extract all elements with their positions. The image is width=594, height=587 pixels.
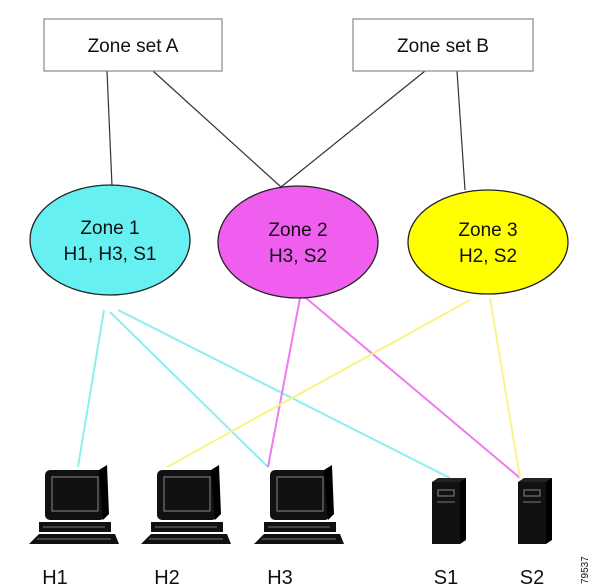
storage-s1[interactable]: S1 — [432, 478, 466, 587]
server-icon — [432, 478, 466, 544]
zone-members: H2, S2 — [459, 246, 517, 267]
set-b-to-zone3 — [456, 70, 466, 191]
zone-sets-layer: Zone set A Zone set B — [43, 18, 534, 191]
device-label: H3 — [267, 567, 293, 587]
server-icon — [518, 478, 552, 544]
zone-ellipse — [407, 189, 569, 295]
link-zone3-h2 — [166, 299, 471, 468]
link-zone1-h1 — [77, 309, 105, 468]
link-zone1-s1 — [117, 309, 451, 479]
zone-3[interactable]: Zone 3 H2, S2 — [407, 189, 569, 295]
figure-id: 79537 — [580, 556, 591, 584]
links-layer — [77, 297, 521, 479]
zone-set-label: Zone set B — [397, 36, 489, 57]
zone-title: Zone 3 — [458, 220, 517, 241]
zone-set-box — [352, 18, 534, 72]
zone-set-b[interactable]: Zone set B — [352, 18, 534, 72]
zone-set-box — [43, 18, 223, 72]
zone-1[interactable]: Zone 1 H1, H3, S1 — [29, 184, 191, 296]
link-zone1-h3 — [109, 311, 269, 468]
set-b-to-zone2 — [280, 70, 426, 188]
zones-layer: Zone 1 H1, H3, S1 Zone 2 H3, S2 Zone 3 H2, S2 — [29, 184, 569, 299]
host-h2[interactable]: H2 — [141, 465, 231, 587]
link-zone2-h3 — [267, 297, 301, 468]
zone-members: H3, S2 — [269, 246, 327, 267]
device-label: S2 — [520, 567, 544, 587]
zone-2[interactable]: Zone 2 H3, S2 — [217, 185, 379, 299]
storage-s2[interactable]: S2 — [518, 478, 552, 587]
device-label: S1 — [434, 567, 458, 587]
device-label: H2 — [154, 567, 180, 587]
devices-layer: H1 H2 H3 S1 S2 — [29, 465, 552, 587]
zone-set-a[interactable]: Zone set A — [43, 18, 223, 72]
host-h3[interactable]: H3 — [254, 465, 344, 587]
device-label: H1 — [42, 567, 68, 587]
zone-ellipse — [217, 185, 379, 299]
set-a-to-zone1 — [106, 70, 113, 187]
zone-ellipse — [29, 184, 191, 296]
computer-icon — [254, 465, 344, 544]
host-h1[interactable]: H1 — [29, 465, 119, 587]
zone-title: Zone 2 — [268, 220, 327, 241]
zone-members: H1, H3, S1 — [64, 244, 157, 265]
link-zone2-s2 — [305, 297, 521, 479]
computer-icon — [141, 465, 231, 544]
computer-icon — [29, 465, 119, 544]
link-zone3-s2 — [489, 297, 521, 479]
set-a-to-zone2 — [152, 70, 282, 188]
zone-title: Zone 1 — [80, 218, 139, 239]
zone-set-label: Zone set A — [88, 36, 179, 57]
